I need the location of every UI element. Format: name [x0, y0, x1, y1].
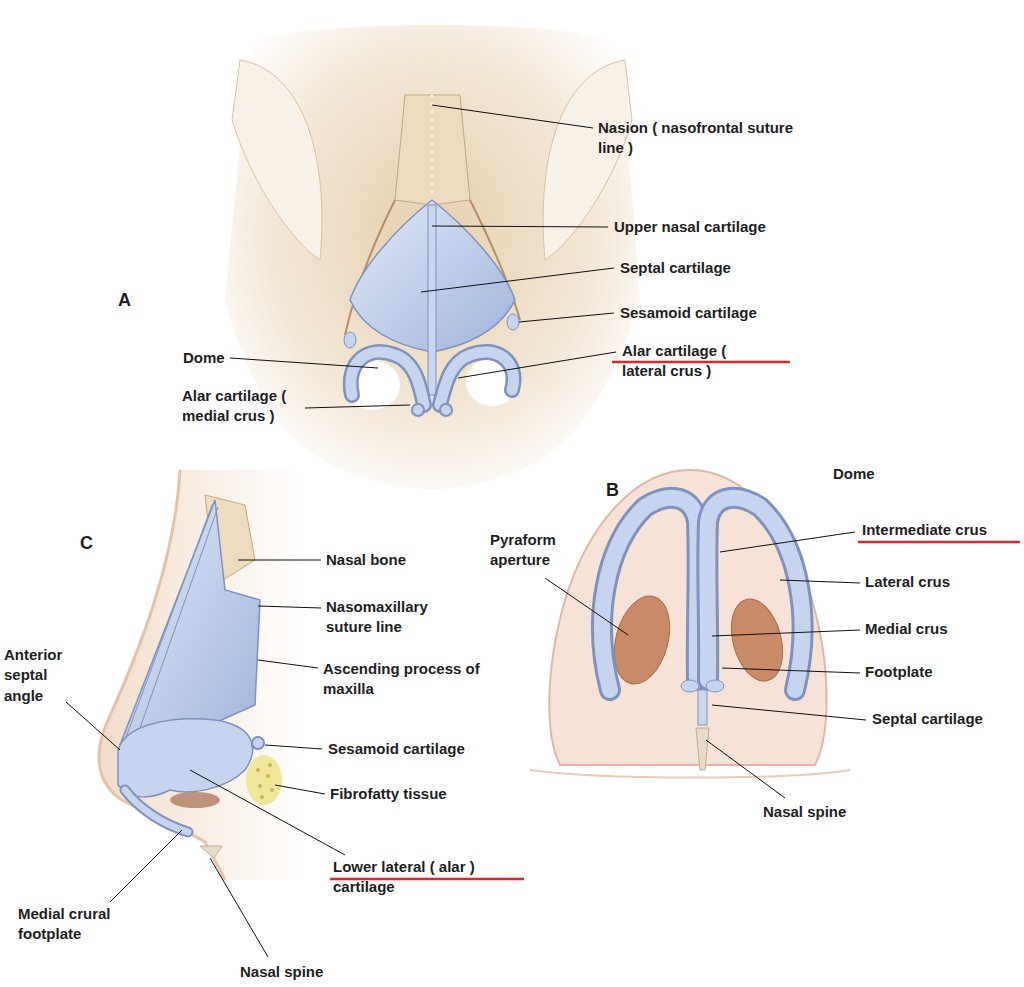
part-label: Fibrofatty tissue — [330, 784, 447, 804]
part-label: Sesamoid cartilage — [328, 739, 465, 759]
part-label: Upper nasal cartilage — [614, 217, 766, 237]
part-label: Medial crural footplate — [18, 904, 143, 945]
highlight-underlines — [330, 362, 1020, 879]
part-label: Lateral crus — [865, 572, 950, 592]
part-label: Lower lateral ( alar ) cartilage — [333, 857, 523, 898]
lateral-view — [99, 470, 300, 880]
part-label: Sesamoid cartilage — [620, 303, 757, 323]
part-label: Ascending process of maxilla — [323, 659, 513, 700]
part-label: Nasion ( nasofrontal suture line ) — [598, 118, 813, 159]
part-label: Nasal spine — [240, 962, 323, 982]
panel-letter: B — [606, 478, 619, 502]
leader-lines-c — [66, 560, 345, 957]
part-label: Nasal spine — [763, 802, 846, 822]
leader-lines-a — [230, 105, 616, 408]
basal-view — [530, 470, 850, 778]
part-label: Intermediate crus — [862, 520, 987, 540]
part-label: Alar cartilage ( lateral crus ) — [622, 341, 730, 382]
part-label: Septal cartilage — [620, 258, 731, 278]
part-label: Footplate — [865, 662, 933, 682]
part-label: Pyraform aperture — [490, 530, 590, 571]
frontal-view — [225, 25, 640, 490]
part-label: Nasomaxillary suture line — [326, 597, 456, 638]
panel-letter: C — [80, 531, 93, 555]
part-label: Nasal bone — [326, 550, 406, 570]
part-label: Dome — [183, 348, 225, 368]
part-label: Septal cartilage — [872, 709, 983, 729]
panel-letter: A — [118, 288, 131, 312]
leader-lines-b — [545, 532, 866, 798]
part-label: Anterior septal angle — [4, 645, 84, 706]
part-label: Alar cartilage ( medial crus ) — [182, 386, 292, 427]
part-label: Dome — [833, 464, 875, 484]
part-label: Medial crus — [865, 619, 948, 639]
